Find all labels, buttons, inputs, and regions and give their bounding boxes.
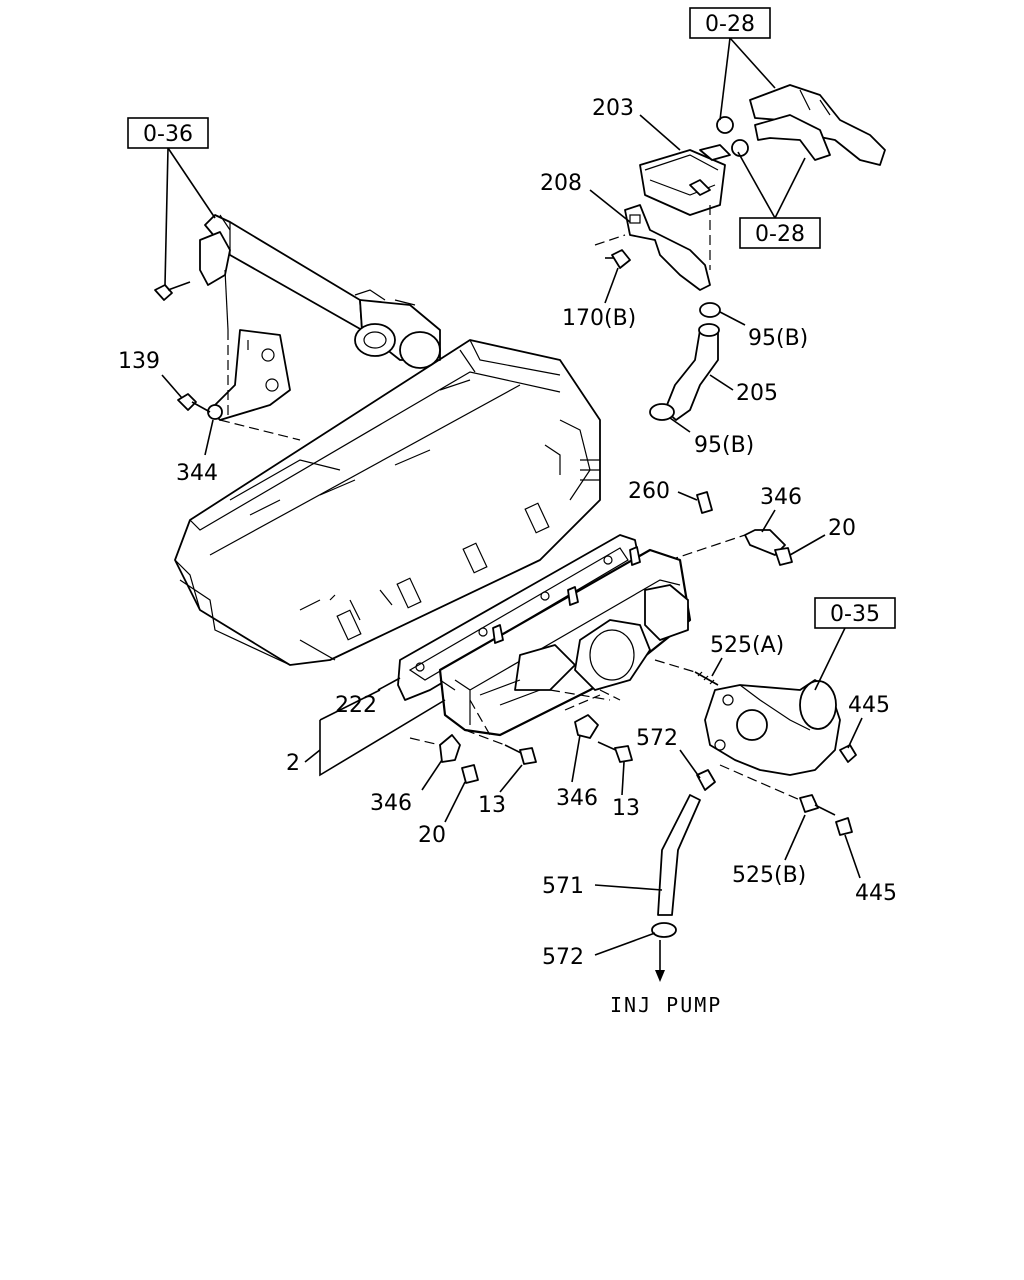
bolt-525b (719, 764, 836, 816)
label-95b-top: 95(B) (748, 326, 808, 351)
valve-203 (639, 144, 731, 270)
hose-571 (651, 769, 716, 982)
callout-222: 222 (335, 677, 401, 718)
label-346-left: 346 (370, 791, 412, 816)
callout-20-top: 20 (789, 516, 856, 556)
label-2: 2 (286, 751, 300, 776)
callout-20-left: 20 (418, 781, 466, 848)
hose-205 (649, 302, 721, 421)
clamp-bolt-top-left (154, 281, 191, 301)
label-170b: 170(B) (562, 306, 636, 331)
label-572-top: 572 (636, 726, 678, 751)
callout-205: 205 (709, 374, 778, 406)
callout-572-top: 572 (636, 726, 701, 779)
label-346-mid: 346 (556, 786, 598, 811)
label-95b-bot: 95(B) (694, 433, 754, 458)
nut-445-bottom (835, 817, 853, 836)
callout-346-left: 346 (370, 759, 443, 816)
label-260: 260 (628, 479, 670, 504)
label-203: 203 (592, 96, 634, 121)
label-222: 222 (335, 693, 377, 718)
inlet-elbow (704, 679, 841, 776)
nut-445-top (839, 744, 857, 763)
label-445-bot: 445 (855, 881, 897, 906)
callout-260: 260 (628, 479, 698, 504)
water-pipe-assembly (199, 214, 441, 369)
clip-346-mid (564, 694, 601, 739)
label-139: 139 (118, 349, 160, 374)
label-13-mid: 13 (612, 796, 640, 821)
label-13-left: 13 (478, 793, 506, 818)
inj-pump-label: INJ PUMP (610, 993, 722, 1017)
ref-mid-label: 0-28 (755, 222, 805, 247)
bolt-13-left (464, 729, 537, 765)
callout-2: 2 (286, 751, 300, 776)
callout-525a: 525(A) (710, 633, 784, 677)
ref-left-label: 0-36 (143, 122, 193, 147)
ref-top-label: 0-28 (705, 12, 755, 37)
ref-box-left: 0-36 (127, 117, 216, 286)
bolt-139 (177, 393, 211, 413)
clip-346-left (409, 734, 479, 784)
callout-95b-bot: 95(B) (669, 417, 754, 458)
callout-95b-top: 95(B) (719, 311, 808, 351)
label-344: 344 (176, 461, 218, 486)
ref-box-right: 0-35 (814, 597, 896, 691)
bracket-344 (207, 329, 301, 441)
label-208: 208 (540, 171, 582, 196)
callout-139: 139 (118, 349, 183, 399)
ref-box-mid: 0-28 (737, 151, 821, 249)
label-20-top: 20 (828, 516, 856, 541)
cap-260 (696, 491, 713, 514)
bolt-13-mid (597, 741, 633, 763)
label-20-left: 20 (418, 823, 446, 848)
callout-346-mid: 346 (556, 734, 598, 811)
label-572-bot: 572 (542, 945, 584, 970)
callout-203: 203 (592, 96, 681, 151)
callout-525b: 525(B) (732, 814, 806, 888)
callout-344: 344 (176, 419, 218, 486)
ref-box-top: 0-28 (689, 7, 776, 121)
label-445-top: 445 (848, 693, 890, 718)
callout-571: 571 (542, 874, 663, 899)
callout-13-left: 13 (478, 764, 523, 818)
group-bracket-2 (304, 689, 446, 777)
label-571: 571 (542, 874, 584, 899)
label-525b: 525(B) (732, 863, 806, 888)
clip-346-top (639, 529, 793, 571)
bolt-170b (605, 249, 631, 269)
label-525a: 525(A) (710, 633, 784, 658)
stud-525a (654, 659, 719, 686)
callout-445-top: 445 (847, 693, 890, 749)
ref-right-label: 0-35 (830, 602, 880, 627)
callout-346-top: 346 (760, 485, 802, 533)
hose-assembly-top-right (716, 84, 886, 166)
callout-13-mid: 13 (612, 761, 640, 821)
label-205: 205 (736, 381, 778, 406)
callout-208: 208 (540, 171, 631, 223)
callout-572-bot: 572 (542, 932, 656, 970)
label-346-top: 346 (760, 485, 802, 510)
bracket-208 (594, 204, 711, 291)
intake-manifold (438, 546, 692, 737)
callout-445-bot: 445 (844, 834, 897, 906)
engine-cylinder-head (174, 339, 601, 666)
inj-pump-note: INJ PUMP (610, 993, 722, 1017)
callout-170b: 170(B) (562, 267, 636, 331)
